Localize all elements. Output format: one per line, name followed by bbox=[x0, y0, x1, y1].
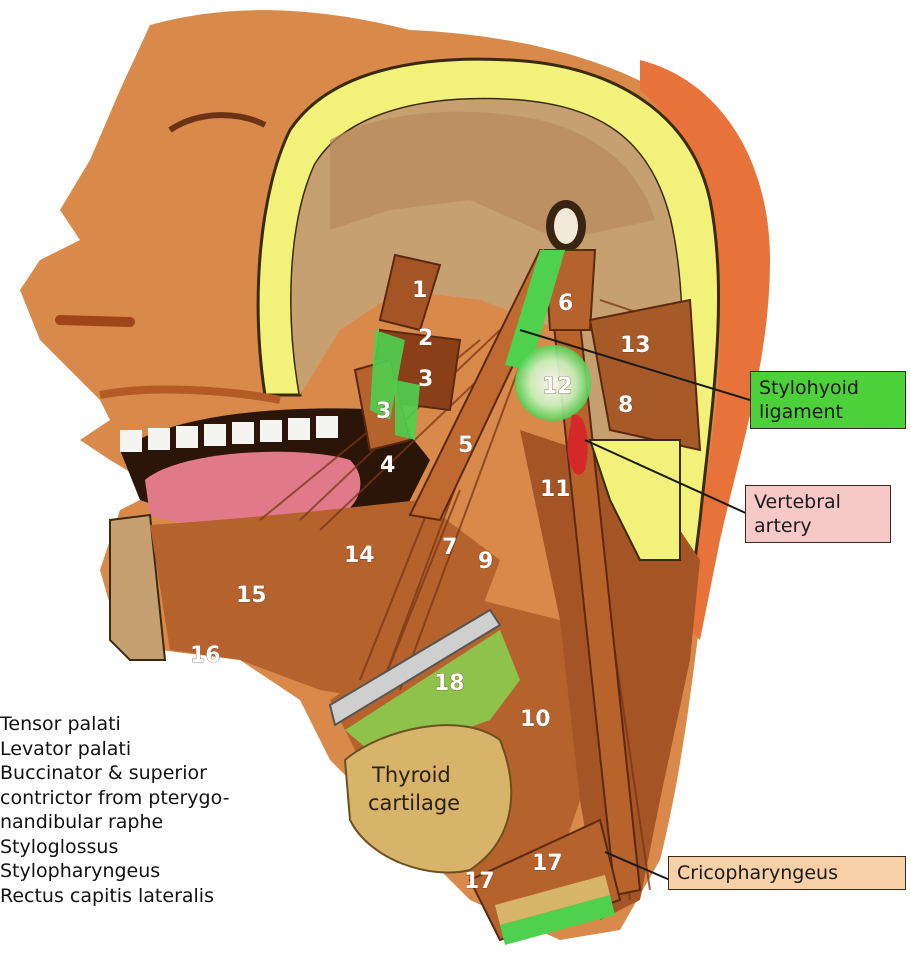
num-6: 6 bbox=[558, 291, 573, 316]
stylohyoid-line2: ligament bbox=[759, 400, 897, 424]
legend-item-4: contrictor from pterygo- bbox=[0, 786, 340, 811]
thyroid-label-line1: Thyroid bbox=[371, 763, 451, 787]
num-3b: 3 bbox=[376, 399, 391, 424]
muscle-legend: Tensor palati Levator palati Buccinator … bbox=[0, 712, 340, 908]
vertebral-line1: Vertebral bbox=[754, 490, 882, 514]
num-12: 12 bbox=[542, 374, 573, 399]
cricopharyngeus-label: Cricopharyngeus bbox=[677, 861, 897, 885]
num-15: 15 bbox=[236, 583, 267, 608]
thyroid-label-line2: cartilage bbox=[368, 791, 460, 815]
num-17b: 17 bbox=[532, 851, 563, 876]
num-17: 17 bbox=[464, 869, 495, 894]
legend-item-7: Stylopharyngeus bbox=[0, 859, 340, 884]
num-5: 5 bbox=[458, 433, 473, 458]
num-2: 2 bbox=[418, 326, 433, 351]
num-10: 10 bbox=[520, 707, 551, 732]
num-7: 7 bbox=[442, 535, 457, 560]
nostril bbox=[60, 320, 130, 322]
legend-item-2: Levator palati bbox=[0, 737, 340, 762]
legend-item-3: Buccinator & superior bbox=[0, 761, 340, 786]
cricopharyngeus-callout: Cricopharyngeus bbox=[668, 856, 906, 890]
num-4: 4 bbox=[380, 453, 395, 478]
legend-item-6: Styloglossus bbox=[0, 835, 340, 860]
legend-item-5: nandibular raphe bbox=[0, 810, 340, 835]
legend-item-1: Tensor palati bbox=[0, 712, 340, 737]
num-16: 16 bbox=[190, 643, 221, 668]
legend-item-8: Rectus capitis lateralis bbox=[0, 884, 340, 909]
num-18: 18 bbox=[434, 671, 465, 696]
num-3: 3 bbox=[418, 367, 433, 392]
vertebral-callout: Vertebral artery bbox=[745, 485, 891, 543]
num-1: 1 bbox=[412, 278, 427, 303]
num-13: 13 bbox=[620, 333, 651, 358]
stylohyoid-line1: Stylohyoid bbox=[759, 376, 897, 400]
num-9: 9 bbox=[478, 549, 493, 574]
vertebral-line2: artery bbox=[754, 514, 882, 538]
num-8: 8 bbox=[618, 393, 633, 418]
num-11: 11 bbox=[540, 477, 571, 502]
num-14: 14 bbox=[344, 543, 375, 568]
stylohyoid-callout: Stylohyoid ligament bbox=[750, 371, 906, 429]
